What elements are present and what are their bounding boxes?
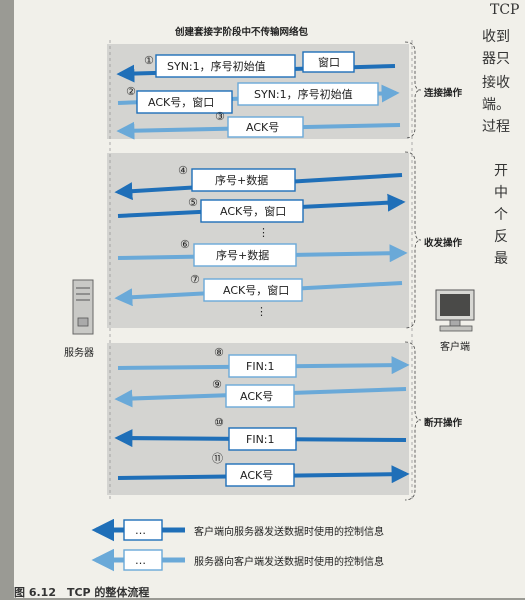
msg-3-text: ACK号 [246, 121, 279, 134]
msg-1-num: ① [144, 54, 154, 67]
margin-text-7: 开 [494, 163, 508, 179]
legend-box-light-text: … [135, 554, 146, 567]
msg-2-box-b [237, 82, 379, 106]
msg-4-num: ④ [178, 164, 188, 177]
margin-text-11: 最 [494, 251, 508, 267]
dots-2: ⋮ [256, 305, 267, 318]
legend-box-dark [123, 519, 163, 541]
msg-1-box-b [302, 51, 355, 73]
msg-1-box-a [155, 54, 296, 78]
msg-10-text: FIN:1 [246, 433, 275, 446]
margin-text-4: 接收 [482, 75, 510, 91]
legend-text-dark: 客户端向服务器发送数据时使用的控制信息 [194, 527, 384, 538]
msg-11-num: ⑪ [212, 452, 223, 465]
msg-6-text: 序号+数据 [216, 248, 269, 262]
msg-5-box [200, 199, 304, 223]
msg-2-num: ② [126, 85, 136, 98]
margin-text-1: TCP [490, 2, 520, 18]
server-label: 服务器 [64, 348, 94, 359]
msg-8-num: ⑧ [214, 346, 224, 359]
msg-11-box [225, 463, 295, 487]
phase-label-disconnect: 断开操作 [424, 418, 463, 429]
msg-10-box [228, 427, 297, 451]
msg-4-text: 序号+数据 [215, 173, 268, 187]
msg-7-num: ⑦ [190, 273, 200, 286]
msg-1-text-a: SYN:1，序号初始值 [167, 59, 266, 73]
msg-3-box [227, 116, 304, 138]
disconnect-bracket [404, 341, 422, 501]
server-icon [72, 279, 94, 335]
msg-9-text: ACK号 [240, 390, 273, 403]
msg-1-text-b: 窗口 [318, 55, 340, 69]
msg-3-num: ③ [215, 110, 225, 123]
dots-1: ⋮ [258, 226, 269, 239]
margin-text-2: 收到 [482, 29, 510, 45]
phase-label-connect: 连接操作 [424, 88, 463, 99]
margin-text-3: 器只 [482, 51, 510, 67]
msg-9-num: ⑨ [212, 378, 222, 391]
legend-box-light [123, 549, 163, 571]
msg-2-box-a [136, 90, 233, 114]
msg-10-num: ⑩ [214, 416, 224, 429]
margin-text-9: 个 [494, 207, 508, 223]
figure-caption: 图 6.12 TCP 的整体流程 [14, 586, 150, 599]
diagram-title: 创建套接字阶段中不传输网络包 [175, 27, 309, 38]
connect-bracket [404, 41, 422, 139]
msg-7-text: ACK号，窗口 [223, 283, 289, 297]
margin-text-10: 反 [494, 229, 508, 245]
msg-5-text: ACK号，窗口 [220, 204, 286, 218]
msg-4-box [191, 168, 296, 192]
phase-label-transfer: 收发操作 [424, 238, 463, 249]
msg-8-text: FIN:1 [246, 360, 275, 373]
msg-6-box [193, 243, 297, 267]
msg-2-text-a: ACK号，窗口 [148, 95, 214, 109]
legend-text-light: 服务器向客户端发送数据时使用的控制信息 [194, 557, 384, 568]
margin-text-5: 端。 [482, 97, 510, 113]
msg-8-box [228, 354, 297, 378]
client-computer-icon [435, 289, 475, 332]
msg-2-text-b: SYN:1，序号初始值 [254, 87, 353, 101]
msg-5-num: ⑤ [188, 196, 198, 209]
margin-text-6: 过程 [482, 119, 510, 135]
transfer-bracket [404, 151, 422, 329]
margin-text-8: 中 [494, 185, 508, 201]
legend-box-dark-text: … [135, 524, 146, 537]
msg-9-box [225, 384, 295, 408]
msg-11-text: ACK号 [240, 469, 273, 482]
msg-6-num: ⑥ [180, 238, 190, 251]
msg-7-box [203, 278, 303, 302]
client-label: 客户端 [440, 342, 470, 353]
